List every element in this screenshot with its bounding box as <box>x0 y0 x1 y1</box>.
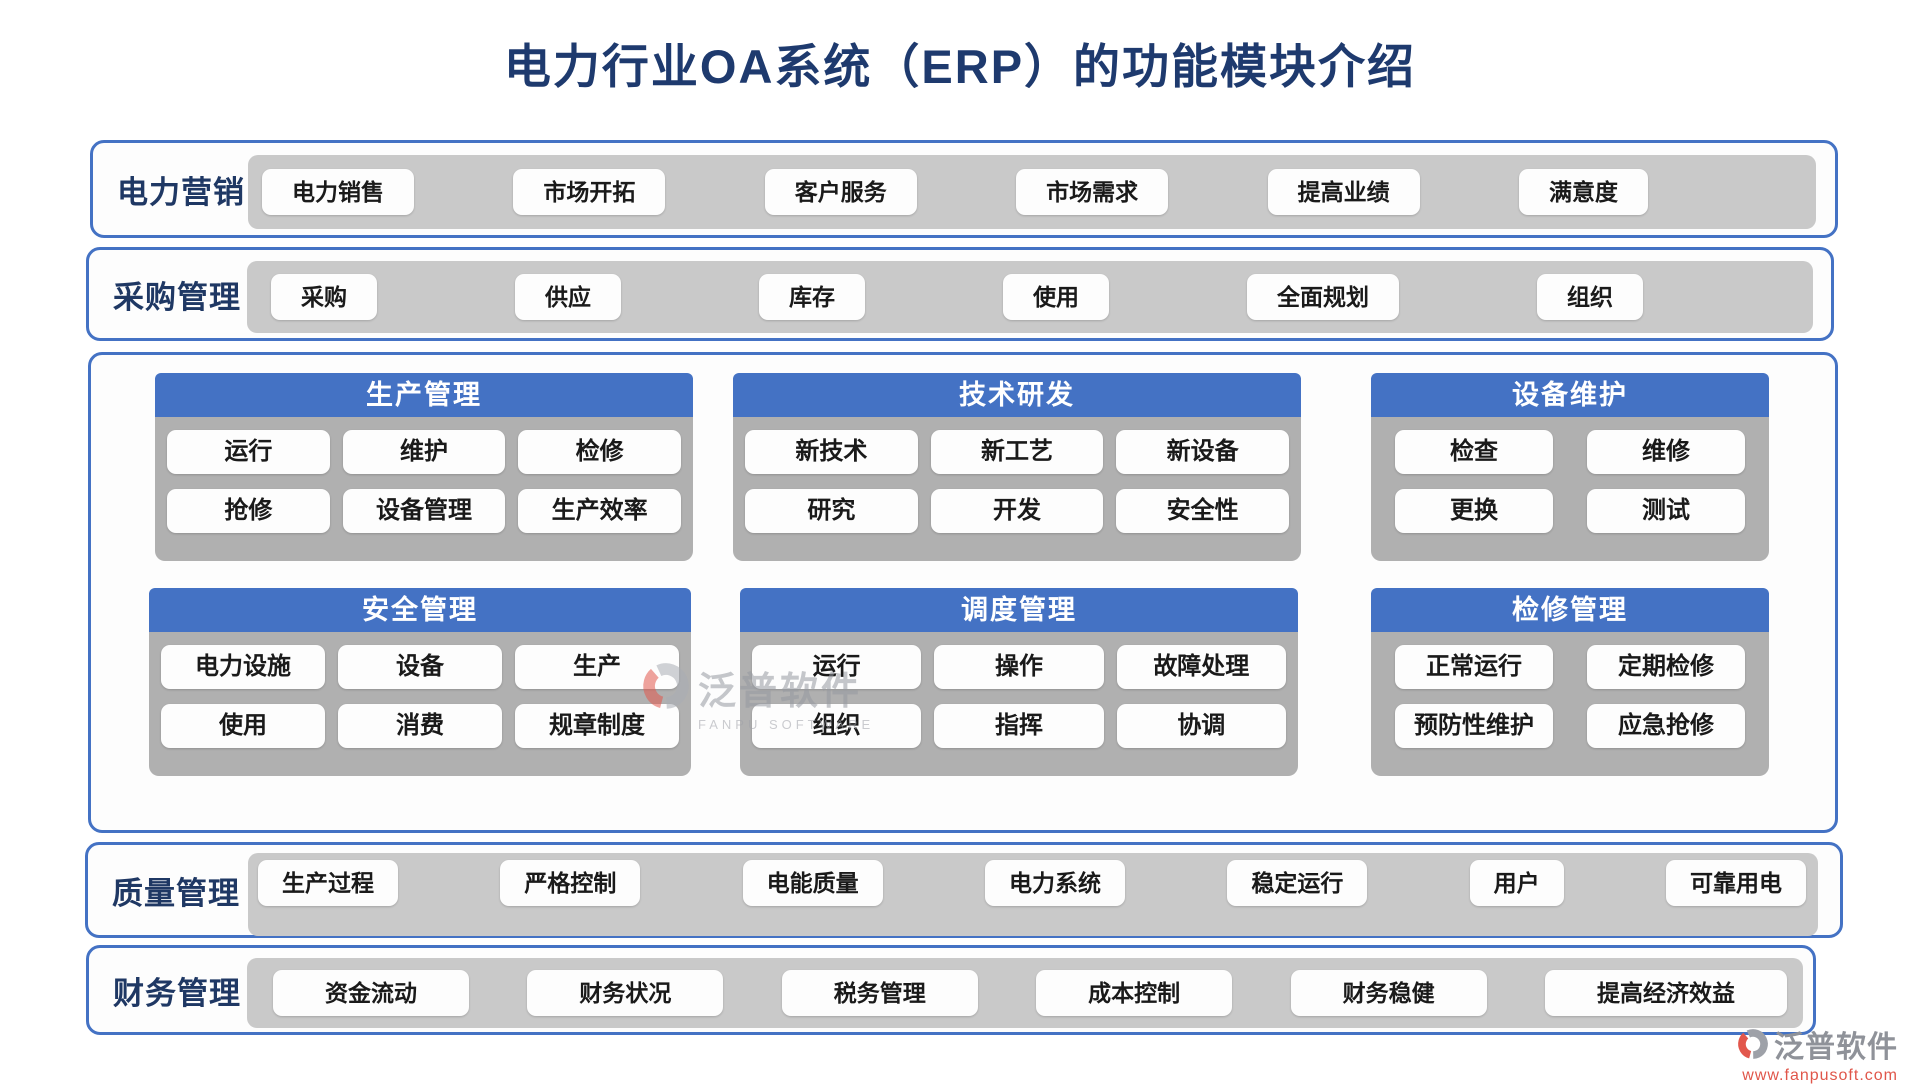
module-chip[interactable]: 设备管理 <box>342 489 506 533</box>
band-chip[interactable]: 使用 <box>1003 274 1109 320</box>
band-chip[interactable]: 客户服务 <box>764 169 917 215</box>
module-tech-rd: 技术研发 新技术 新工艺 新设备 研究 开发 安全性 <box>733 373 1301 561</box>
band-track: 资金流动 财务状况 税务管理 成本控制 财务稳健 提高经济效益 <box>247 958 1803 1028</box>
band-chip[interactable]: 电力系统 <box>984 860 1125 906</box>
module-chip[interactable]: 开发 <box>930 489 1104 533</box>
module-dispatch-mgmt: 调度管理 运行 操作 故障处理 组织 指挥 协调 <box>740 588 1298 776</box>
module-chip[interactable]: 协调 <box>1116 704 1286 748</box>
module-header: 设备维护 <box>1371 373 1769 417</box>
module-chip[interactable]: 消费 <box>338 704 502 748</box>
band-chip[interactable]: 用户 <box>1469 860 1564 906</box>
band-chip[interactable]: 库存 <box>759 274 865 320</box>
band-track: 生产过程 严格控制 电能质量 电力系统 稳定运行 用户 可靠用电 <box>248 853 1818 936</box>
band-chip[interactable]: 稳定运行 <box>1227 860 1368 906</box>
module-chip[interactable]: 定期检修 <box>1587 645 1745 689</box>
module-chip[interactable]: 预防性维护 <box>1395 704 1553 748</box>
modules-container: 生产管理 运行 维护 检修 抢修 设备管理 生产效率 技术研发 新技术 新工艺 … <box>88 352 1838 833</box>
module-body: 运行 维护 检修 抢修 设备管理 生产效率 <box>155 417 693 561</box>
module-equipment-maintenance: 设备维护 检查 维修 更换 测试 <box>1371 373 1769 561</box>
module-header: 调度管理 <box>740 588 1298 632</box>
band-chip[interactable]: 电能质量 <box>742 860 883 906</box>
module-body: 电力设施 设备 生产 使用 消费 规章制度 <box>149 632 691 776</box>
band-label: 采购管理 <box>113 279 241 315</box>
module-chip[interactable]: 操作 <box>934 645 1104 689</box>
band-track: 采购 供应 库存 使用 全面规划 组织 <box>247 261 1813 333</box>
module-header: 技术研发 <box>733 373 1301 417</box>
band-chip[interactable]: 生产过程 <box>258 860 398 906</box>
module-chip[interactable]: 生产 <box>515 645 679 689</box>
band-chip[interactable]: 提高经济效益 <box>1544 970 1787 1016</box>
module-chip[interactable]: 生产效率 <box>518 489 681 533</box>
module-chip[interactable]: 研究 <box>745 489 918 533</box>
band-chip[interactable]: 成本控制 <box>1036 970 1233 1016</box>
watermark-url[interactable]: www.fanpusoft.com <box>1742 1067 1898 1084</box>
band-chip[interactable]: 电力销售 <box>262 169 414 215</box>
fanpu-swirl-logo-icon <box>1738 1029 1768 1059</box>
module-chip[interactable]: 规章制度 <box>515 704 679 748</box>
band-label: 财务管理 <box>113 975 241 1011</box>
module-chip[interactable]: 抢修 <box>167 489 330 533</box>
module-chip[interactable]: 组织 <box>752 704 922 748</box>
band-chip[interactable]: 市场需求 <box>1016 169 1169 215</box>
module-chip[interactable]: 故障处理 <box>1116 645 1286 689</box>
band-track: 电力销售 市场开拓 客户服务 市场需求 提高业绩 满意度 <box>248 155 1816 229</box>
module-chip[interactable]: 维护 <box>342 430 506 474</box>
band-chip[interactable]: 严格控制 <box>500 860 641 906</box>
module-header: 生产管理 <box>155 373 693 417</box>
band-chip[interactable]: 供应 <box>515 274 621 320</box>
band-chip[interactable]: 采购 <box>271 274 377 320</box>
page-title: 电力行业OA系统（ERP）的功能模块介绍 <box>503 40 1417 93</box>
module-chip[interactable]: 新技术 <box>745 430 918 474</box>
module-chip[interactable]: 运行 <box>167 430 330 474</box>
module-overhaul-mgmt: 检修管理 正常运行 定期检修 预防性维护 应急抢修 <box>1371 588 1769 776</box>
watermark-corner: 泛普软件 www.fanpusoft.com <box>1736 1022 1898 1085</box>
band-chip[interactable]: 财务稳健 <box>1290 970 1487 1016</box>
module-header: 检修管理 <box>1371 588 1769 632</box>
module-chip[interactable]: 更换 <box>1395 489 1553 533</box>
band-chip[interactable]: 市场开拓 <box>513 169 666 215</box>
module-chip[interactable]: 检查 <box>1395 430 1553 474</box>
band-chip[interactable]: 满意度 <box>1518 169 1648 215</box>
module-chip[interactable]: 指挥 <box>934 704 1104 748</box>
module-safety-mgmt: 安全管理 电力设施 设备 生产 使用 消费 规章制度 <box>149 588 691 776</box>
module-chip[interactable]: 正常运行 <box>1395 645 1553 689</box>
module-chip[interactable]: 安全性 <box>1116 489 1289 533</box>
module-body: 正常运行 定期检修 预防性维护 应急抢修 <box>1371 632 1769 776</box>
module-chip[interactable]: 运行 <box>752 645 922 689</box>
module-body: 检查 维修 更换 测试 <box>1371 417 1769 561</box>
module-chip[interactable]: 维修 <box>1587 430 1745 474</box>
module-chip[interactable]: 新设备 <box>1116 430 1289 474</box>
module-body: 运行 操作 故障处理 组织 指挥 协调 <box>740 632 1298 776</box>
band-chip[interactable]: 资金流动 <box>273 970 469 1016</box>
watermark-name: 泛普软件 <box>1774 1031 1898 1064</box>
band-label: 质量管理 <box>112 875 240 911</box>
band-label: 电力营销 <box>117 174 245 210</box>
module-chip[interactable]: 新工艺 <box>930 430 1104 474</box>
module-chip[interactable]: 电力设施 <box>161 645 325 689</box>
module-chip[interactable]: 应急抢修 <box>1587 704 1745 748</box>
module-chip[interactable]: 检修 <box>518 430 681 474</box>
band-chip[interactable]: 可靠用电 <box>1665 860 1806 906</box>
band-quality-mgmt: 质量管理 生产过程 严格控制 电能质量 电力系统 稳定运行 用户 可靠用电 <box>85 842 1843 938</box>
band-chip[interactable]: 税务管理 <box>781 970 978 1016</box>
module-production-mgmt: 生产管理 运行 维护 检修 抢修 设备管理 生产效率 <box>155 373 693 561</box>
module-header: 安全管理 <box>149 588 691 632</box>
band-chip[interactable]: 财务状况 <box>527 970 724 1016</box>
band-chip[interactable]: 全面规划 <box>1247 274 1399 320</box>
band-power-marketing: 电力营销 电力销售 市场开拓 客户服务 市场需求 提高业绩 满意度 <box>90 140 1838 238</box>
module-chip[interactable]: 设备 <box>338 645 502 689</box>
module-body: 新技术 新工艺 新设备 研究 开发 安全性 <box>733 417 1301 561</box>
band-finance-mgmt: 财务管理 资金流动 财务状况 税务管理 成本控制 财务稳健 提高经济效益 <box>86 945 1816 1035</box>
band-chip[interactable]: 组织 <box>1537 274 1643 320</box>
module-chip[interactable]: 测试 <box>1587 489 1745 533</box>
band-procurement: 采购管理 采购 供应 库存 使用 全面规划 组织 <box>86 247 1834 341</box>
band-chip[interactable]: 提高业绩 <box>1267 169 1420 215</box>
module-chip[interactable]: 使用 <box>161 704 325 748</box>
